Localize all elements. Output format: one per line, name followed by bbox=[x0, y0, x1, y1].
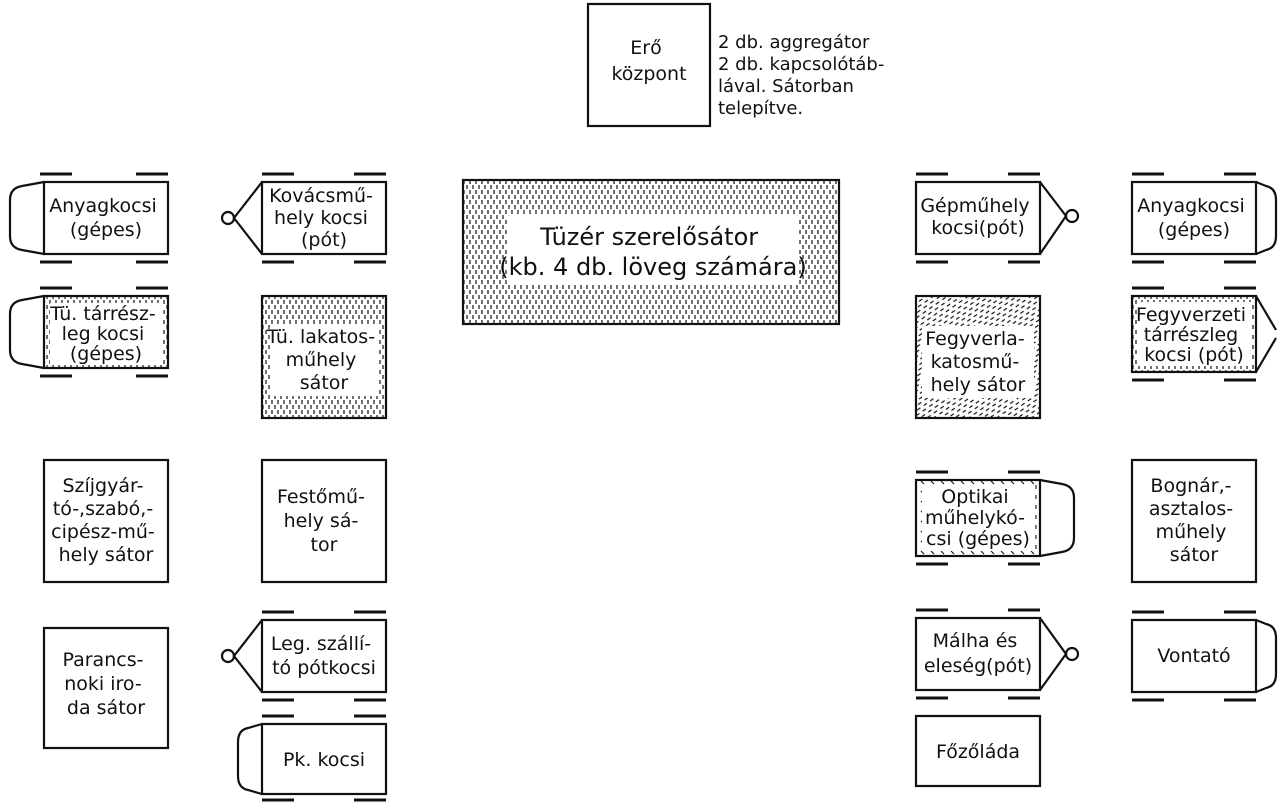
vehicle-tractor: Vontató bbox=[1130, 610, 1278, 702]
label-line: hely sátor bbox=[59, 544, 154, 566]
label-line: műhely bbox=[1156, 521, 1227, 543]
label-line: Pk. kocsi bbox=[283, 749, 365, 771]
box-label: Vontató bbox=[1157, 645, 1230, 667]
box-label: Anyagkocsi (gépes) bbox=[49, 195, 163, 241]
label-line: (gépes) bbox=[1158, 219, 1230, 241]
box-label: Gépműhely kocsi(pót) bbox=[920, 195, 1035, 239]
tent-paint-shop: Festőmű- hely sá- tor bbox=[260, 458, 388, 584]
tent-wheelwright-carpenter: Bognár,- asztalos- műhely sátor bbox=[1130, 458, 1258, 584]
label-line: hely kocsi bbox=[274, 207, 368, 229]
box-label: Leg. szállí- tó pótkocsi bbox=[271, 633, 377, 679]
box-label: Festőmű- hely sá- tor bbox=[277, 486, 371, 556]
box-label: Fegyverla- katosmű- hely sátor bbox=[925, 328, 1030, 396]
label-line: Festőmű- bbox=[277, 486, 365, 508]
label-line: telepítve. bbox=[718, 98, 803, 119]
label-line: hely sá- bbox=[284, 510, 359, 532]
box-label: Optikai műhelykó- csi (gépes) bbox=[925, 486, 1031, 550]
label-line: Fegyverzeti bbox=[1136, 304, 1246, 326]
box-label: Tü. tárrész- leg kocsi (gépes) bbox=[49, 303, 162, 365]
label-line: (gépes) bbox=[70, 343, 142, 365]
label-line: kocsi(pót) bbox=[931, 217, 1025, 239]
label-line: lával. Sátorban bbox=[718, 76, 854, 97]
power-center-note: 2 db. aggregátor 2 db. kapcsolótáb- láva… bbox=[718, 32, 890, 119]
tent-field-kitchen: Főzőláda bbox=[914, 714, 1042, 788]
trailer-smithy: Kovácsmű- hely kocsi (pót) bbox=[220, 172, 388, 264]
box-label: Parancs- noki iro- da sátor bbox=[63, 649, 150, 719]
label-line: Bognár,- bbox=[1150, 475, 1231, 497]
label-line: műhelykó- bbox=[925, 507, 1025, 529]
label-line: eleség(pót) bbox=[924, 655, 1032, 677]
label-line: asztalos- bbox=[1149, 498, 1233, 520]
label-line: Főzőláda bbox=[936, 741, 1020, 763]
power-center: Erő központ bbox=[586, 2, 712, 128]
tent-artillery-locksmith: Tü. lakatos- műhely sátor bbox=[260, 294, 388, 420]
trailer-machine-shop: Gépműhely kocsi(pót) bbox=[914, 172, 1080, 264]
vehicle-optics-workshop: Optikai műhelykó- csi (gépes) bbox=[914, 470, 1076, 566]
vehicle-material-cart-left: Anyagkocsi (gépes) bbox=[8, 172, 170, 264]
label-line: Vontató bbox=[1157, 645, 1230, 667]
label-line: kocsi (pót) bbox=[1144, 344, 1244, 366]
label-line: műhely bbox=[286, 349, 357, 371]
box-label: Fegyverzeti tárrészleg kocsi (pót) bbox=[1136, 304, 1252, 366]
label-line: (gépes) bbox=[70, 219, 142, 241]
label-line: (kb. 4 db. löveg számára) bbox=[499, 253, 806, 281]
label-line: Anyagkocsi bbox=[1137, 195, 1245, 217]
label-line: Optikai bbox=[941, 486, 1008, 508]
label-line: hely sátor bbox=[931, 374, 1026, 396]
label-line: noki iro- bbox=[64, 673, 142, 695]
label-line: tó pótkocsi bbox=[272, 657, 376, 679]
label-line: Gépműhely bbox=[920, 195, 1029, 217]
label-line: cipész-mű- bbox=[51, 521, 155, 543]
label-line: da sátor bbox=[67, 697, 145, 719]
trailer-armament-parts: Fegyverzeti tárrészleg kocsi (pót) bbox=[1130, 286, 1277, 382]
box-label: Tü. lakatos- műhely sátor bbox=[266, 326, 381, 394]
label-line: Kovácsmű- bbox=[269, 185, 373, 207]
trailer-baggage-provisions: Málha és eleség(pót) bbox=[914, 608, 1080, 700]
power-center-label: Erő központ bbox=[611, 37, 686, 85]
label-line: központ bbox=[611, 63, 686, 85]
main-tent-label: Tüzér szerelősátor (kb. 4 db. löveg szám… bbox=[499, 223, 806, 281]
vehicle-commander-car: Pk. kocsi bbox=[236, 714, 388, 802]
tent-harness-tailor-cobbler: Szíjgyár- tó-,szabó,- cipész-mű- hely sá… bbox=[42, 458, 170, 584]
box-label: Főzőláda bbox=[936, 741, 1020, 763]
box-label: Anyagkocsi (gépes) bbox=[1137, 195, 1251, 241]
box-label: Kovácsmű- hely kocsi (pót) bbox=[269, 185, 379, 251]
box-label: Málha és eleség(pót) bbox=[924, 630, 1032, 677]
box-label: Pk. kocsi bbox=[283, 749, 365, 771]
label-line: 2 db. kapcsolótáb- bbox=[718, 54, 884, 75]
label-line: Fegyverla- bbox=[925, 328, 1024, 350]
vehicle-material-cart-right: Anyagkocsi (gépes) bbox=[1130, 172, 1278, 264]
main-tent: Tüzér szerelősátor (kb. 4 db. löveg szám… bbox=[461, 178, 841, 326]
vehicle-artillery-parts-cart: Tü. tárrész- leg kocsi (gépes) bbox=[8, 286, 170, 378]
box-label: Bognár,- asztalos- műhely sátor bbox=[1149, 475, 1239, 566]
label-line: Parancs- bbox=[63, 649, 144, 671]
label-line: Szíjgyár- bbox=[62, 475, 143, 497]
box-label: Szíjgyár- tó-,szabó,- cipész-mű- hely sá… bbox=[51, 475, 161, 566]
label-line: katosmű- bbox=[931, 351, 1020, 373]
tent-weapon-locksmith: Fegyverla- katosmű- hely sátor bbox=[914, 294, 1042, 420]
label-line: tárrészleg bbox=[1144, 324, 1239, 346]
label-line: leg kocsi bbox=[62, 323, 145, 345]
tent-command-office: Parancs- noki iro- da sátor bbox=[42, 626, 170, 750]
label-line: Tüzér szerelősátor bbox=[539, 223, 758, 251]
label-line: sátor bbox=[1170, 544, 1219, 566]
label-line: tor bbox=[311, 534, 338, 556]
label-line: Málha és bbox=[933, 630, 1018, 652]
trailer-air-transport: Leg. szállí- tó pótkocsi bbox=[220, 610, 388, 702]
label-line: Erő bbox=[630, 37, 661, 59]
label-line: csi (gépes) bbox=[926, 528, 1030, 550]
label-line: Anyagkocsi bbox=[49, 195, 157, 217]
label-line: Tü. tárrész- bbox=[49, 303, 156, 325]
label-line: Tü. lakatos- bbox=[266, 326, 375, 348]
label-line: Leg. szállí- bbox=[271, 633, 371, 655]
label-line: 2 db. aggregátor bbox=[718, 32, 870, 53]
label-line: (pót) bbox=[301, 229, 347, 251]
label-line: sátor bbox=[300, 372, 349, 394]
label-line: tó-,szabó,- bbox=[53, 498, 153, 520]
